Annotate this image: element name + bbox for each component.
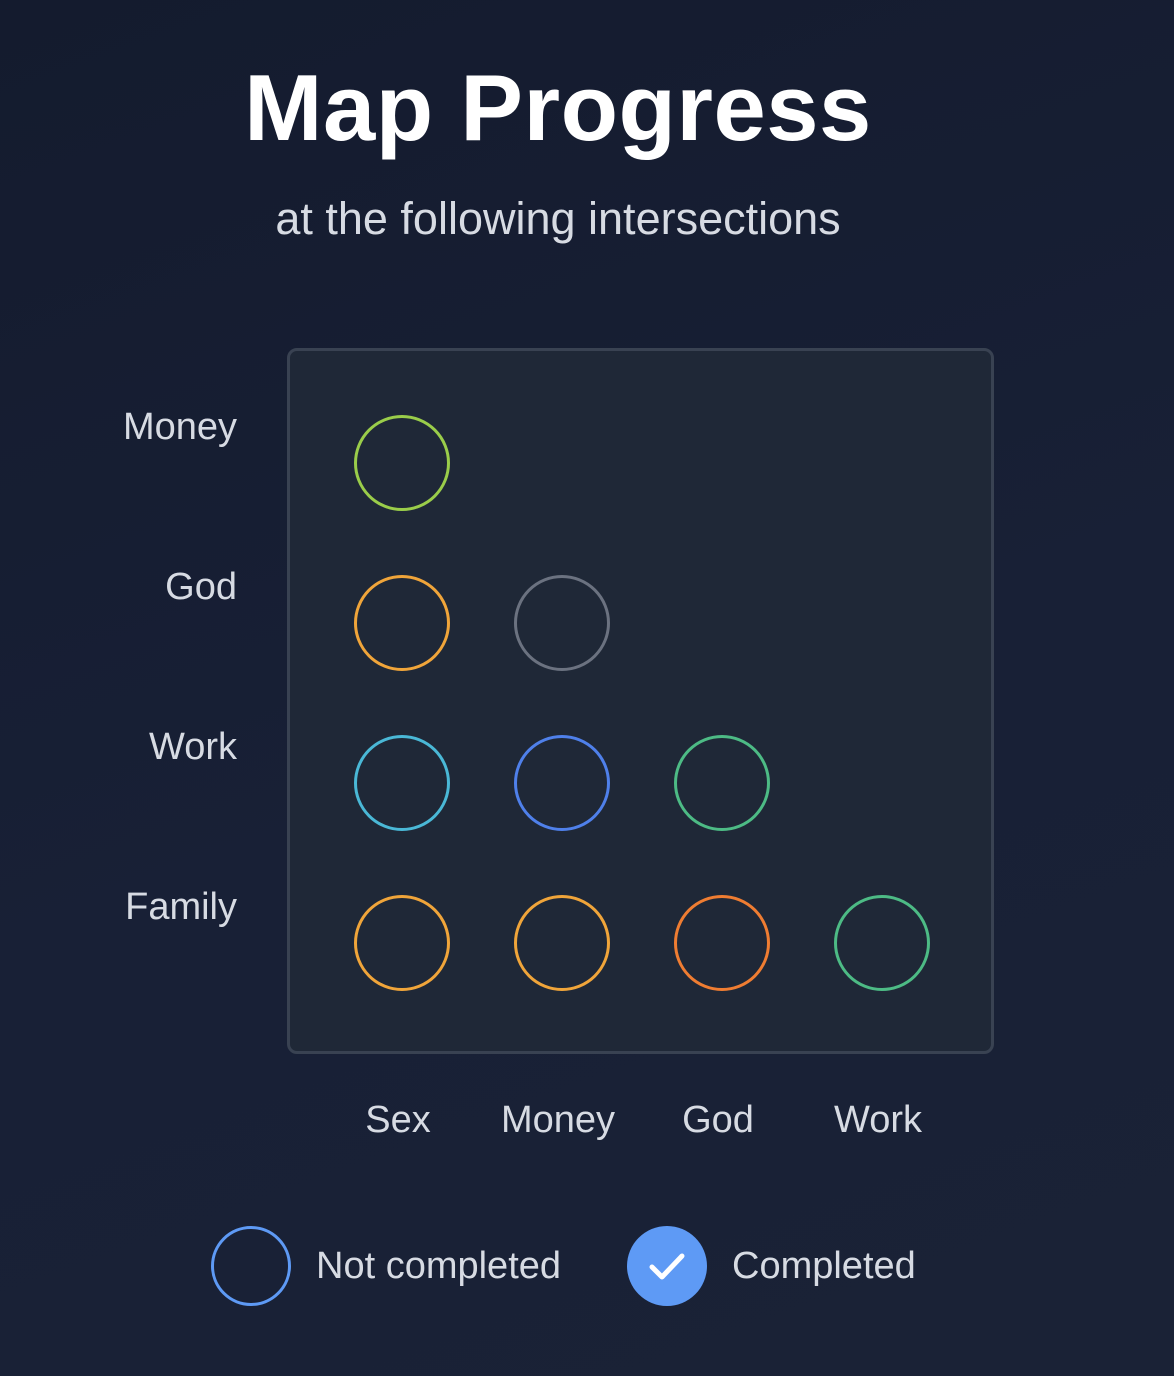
page-subtitle: at the following intersections (275, 193, 841, 244)
page-title: Map Progress (244, 55, 872, 160)
intersection-family-work[interactable] (834, 895, 930, 991)
intersection-work-sex[interactable] (354, 735, 450, 831)
row-label-family: Family (125, 886, 237, 928)
row-label-god: God (165, 566, 237, 608)
intersection-god-money[interactable] (514, 575, 610, 671)
intersection-work-money[interactable] (514, 735, 610, 831)
legend-not-completed-label: Not completed (316, 1245, 562, 1287)
row-label-work: Work (149, 726, 237, 768)
column-label-sex: Sex (365, 1099, 431, 1141)
intersection-work-god[interactable] (674, 735, 770, 831)
column-label-work: Work (834, 1099, 922, 1141)
column-label-money: Money (500, 1099, 616, 1141)
intersection-money-sex[interactable] (354, 415, 450, 511)
check-icon (627, 1226, 707, 1306)
intersection-family-god[interactable] (674, 895, 770, 991)
legend-completed-label: Completed (732, 1245, 916, 1287)
intersection-family-money[interactable] (514, 895, 610, 991)
open-circle-icon (211, 1226, 291, 1306)
intersection-family-sex[interactable] (354, 895, 450, 991)
intersection-god-sex[interactable] (354, 575, 450, 671)
column-label-god: God (682, 1099, 754, 1141)
row-label-money: Money (122, 406, 237, 448)
